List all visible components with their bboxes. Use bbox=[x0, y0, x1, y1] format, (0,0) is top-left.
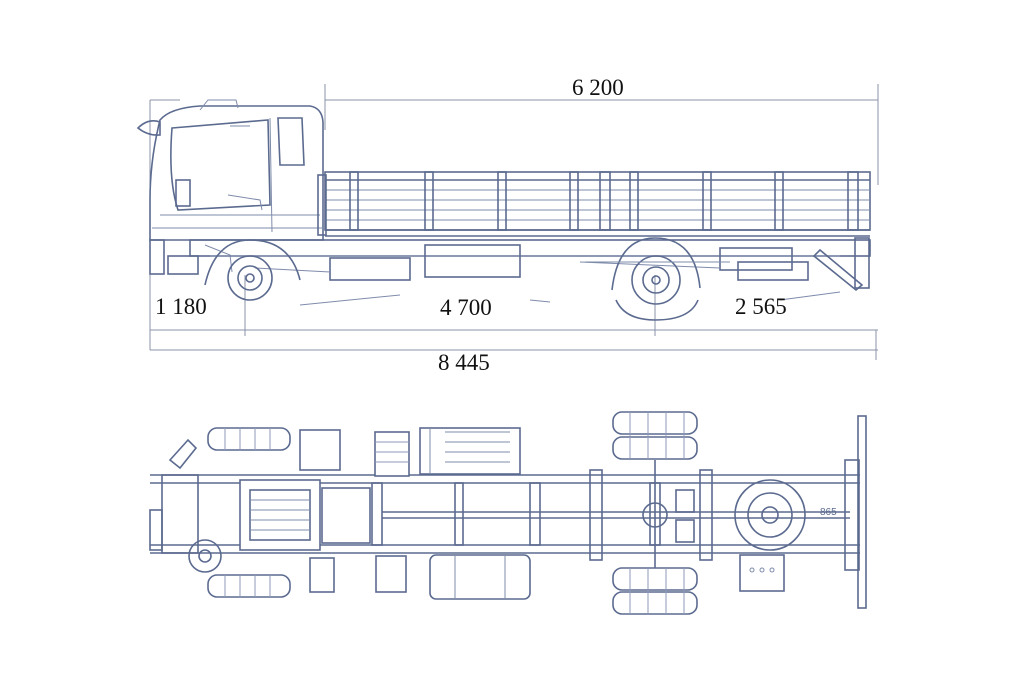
truck-cab bbox=[136, 99, 324, 275]
front-wheel bbox=[204, 239, 301, 301]
side-dimension-lines bbox=[149, 84, 879, 360]
rear-wheel bbox=[585, 237, 730, 321]
dimension-overall-length: 8 445 bbox=[438, 350, 490, 375]
chassis-plan-view bbox=[149, 411, 867, 615]
dimension-frame-width: 865 bbox=[820, 507, 837, 518]
dimension-wheelbase: 4 700 bbox=[440, 295, 492, 320]
dimension-rear-overhang: 2 565 bbox=[735, 294, 787, 319]
dimension-body-length: 6 200 bbox=[572, 75, 624, 100]
cargo-body bbox=[317, 171, 871, 237]
dimension-front-overhang: 1 180 bbox=[155, 294, 207, 319]
side-chassis bbox=[189, 237, 871, 306]
